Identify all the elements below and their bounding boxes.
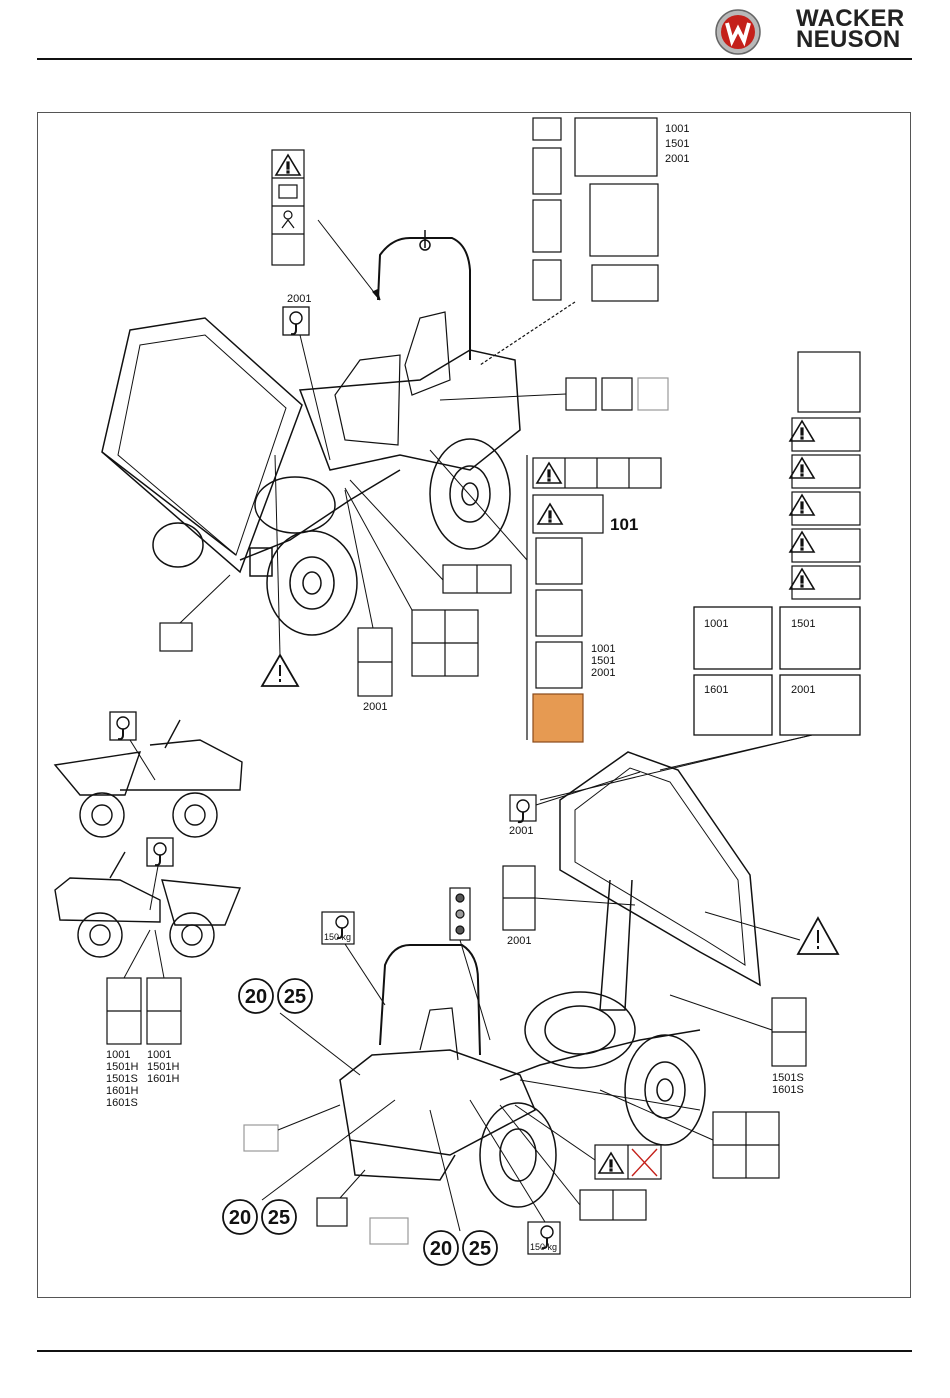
decal-crush-hazard-lower <box>500 1105 646 1220</box>
label-2001-pinch: 2001 <box>363 701 387 713</box>
svg-text:1001: 1001 <box>147 1049 171 1061</box>
dumper-side-view-b <box>55 838 240 957</box>
decal-pinch-right <box>670 995 806 1066</box>
load-label-top: 150 kg <box>324 932 351 942</box>
svg-text:20: 20 <box>245 986 267 1008</box>
decal-panel-top <box>272 150 380 300</box>
label-2001-hook-lower: 2001 <box>509 825 533 837</box>
left-models-list-a: 1001 1501H 1501S 1601H 1601S <box>106 1049 138 1109</box>
speed-signs-top: 20 25 <box>239 979 360 1075</box>
speed-signs-bottom-left: 20 25 <box>223 1100 395 1234</box>
svg-text:25: 25 <box>268 1207 290 1229</box>
left-models-list-b: 1001 1501H 1601H <box>147 1049 179 1085</box>
decal-strip-center <box>430 450 661 742</box>
svg-text:1501H: 1501H <box>147 1061 179 1073</box>
warning-triangle-lower <box>705 912 838 954</box>
plate-label-2001: 2001 <box>791 684 815 696</box>
decal-load-150kg-top <box>322 912 385 1005</box>
svg-text:2001: 2001 <box>665 153 689 165</box>
dumper-lower-illustration <box>340 752 760 1207</box>
decal-column-top-right <box>480 118 658 365</box>
decal-tie-down <box>160 575 230 651</box>
serial-plates <box>540 607 860 800</box>
svg-text:25: 25 <box>284 986 306 1008</box>
noise-level-value: 101 <box>610 515 638 534</box>
dumper-upper-illustration <box>102 230 520 635</box>
svg-text:1001: 1001 <box>665 123 689 135</box>
plate-label-1601: 1601 <box>704 684 728 696</box>
svg-text:1601H: 1601H <box>147 1073 179 1085</box>
svg-text:20: 20 <box>430 1238 452 1260</box>
svg-text:1501H: 1501H <box>106 1061 138 1073</box>
dumper-side-view-a <box>55 712 242 837</box>
label-2001-pinch-lower: 2001 <box>507 935 531 947</box>
svg-text:1001: 1001 <box>106 1049 130 1061</box>
svg-text:1601S: 1601S <box>772 1084 804 1096</box>
decal-pinch-2001 <box>345 490 392 696</box>
load-label-bottom: 150 kg <box>530 1242 557 1252</box>
svg-text:1501: 1501 <box>665 138 689 150</box>
mid-models-list: 1001 1501 2001 <box>591 643 615 679</box>
svg-text:1501S: 1501S <box>772 1072 804 1084</box>
label-2001-hook: 2001 <box>287 293 311 305</box>
decal-no-water <box>515 1105 661 1179</box>
lever-decal <box>440 378 668 410</box>
plate-label-1001: 1001 <box>704 618 728 630</box>
svg-text:20: 20 <box>229 1207 251 1229</box>
svg-text:1501S: 1501S <box>106 1073 138 1085</box>
right-models-list: 1501S 1601S <box>772 1072 804 1096</box>
svg-text:1601S: 1601S <box>106 1097 138 1109</box>
plate-label-1501: 1501 <box>791 618 815 630</box>
footer-divider <box>37 1350 912 1352</box>
svg-text:1501: 1501 <box>591 655 615 667</box>
svg-text:25: 25 <box>469 1238 491 1260</box>
speed-signs-bottom-center: 20 25 <box>424 1110 497 1265</box>
decal-column-right <box>790 352 860 599</box>
decal-indicator-lights <box>450 888 490 1040</box>
svg-text:1001: 1001 <box>591 643 615 655</box>
svg-text:2001: 2001 <box>591 667 615 679</box>
svg-text:1601H: 1601H <box>106 1085 138 1097</box>
top-models-list: 1001 1501 2001 <box>665 123 689 165</box>
